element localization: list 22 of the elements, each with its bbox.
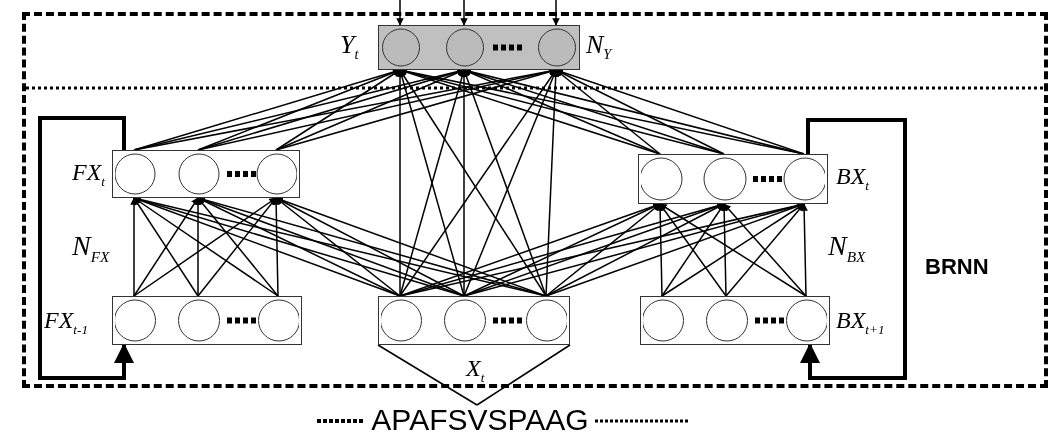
layer-label: FX$_{t}$ — [72, 160, 105, 188]
connector-line — [377, 344, 478, 406]
connection-arrows — [130, 197, 280, 297]
arrow — [552, 0, 560, 26]
connection-arrows — [656, 203, 808, 297]
connection-arrows — [396, 69, 560, 297]
sequence-text: APAFSVSPAAG — [370, 405, 590, 435]
layer-label: FX$_{t-1}$ — [44, 308, 88, 336]
arrow — [800, 118, 907, 380]
layer-size-label: N$_{FX}$ — [72, 232, 110, 264]
layer-label: BX$_{t}$ — [836, 164, 869, 192]
network-frame — [22, 12, 1048, 388]
layer-label: X$_{t}$ — [466, 356, 485, 384]
connector-line — [476, 344, 571, 406]
arrow — [38, 116, 134, 380]
frame-title: BRNN — [925, 254, 989, 280]
layer-label: BX$_{t+1}$ — [836, 308, 885, 336]
layer-label: Y$_{t}$ — [340, 32, 359, 62]
arrow — [460, 0, 468, 26]
arrow — [396, 0, 404, 26]
layer-size-label: N$_{BX}$ — [828, 232, 866, 264]
layer-label: N$_{Y}$ — [586, 32, 612, 62]
